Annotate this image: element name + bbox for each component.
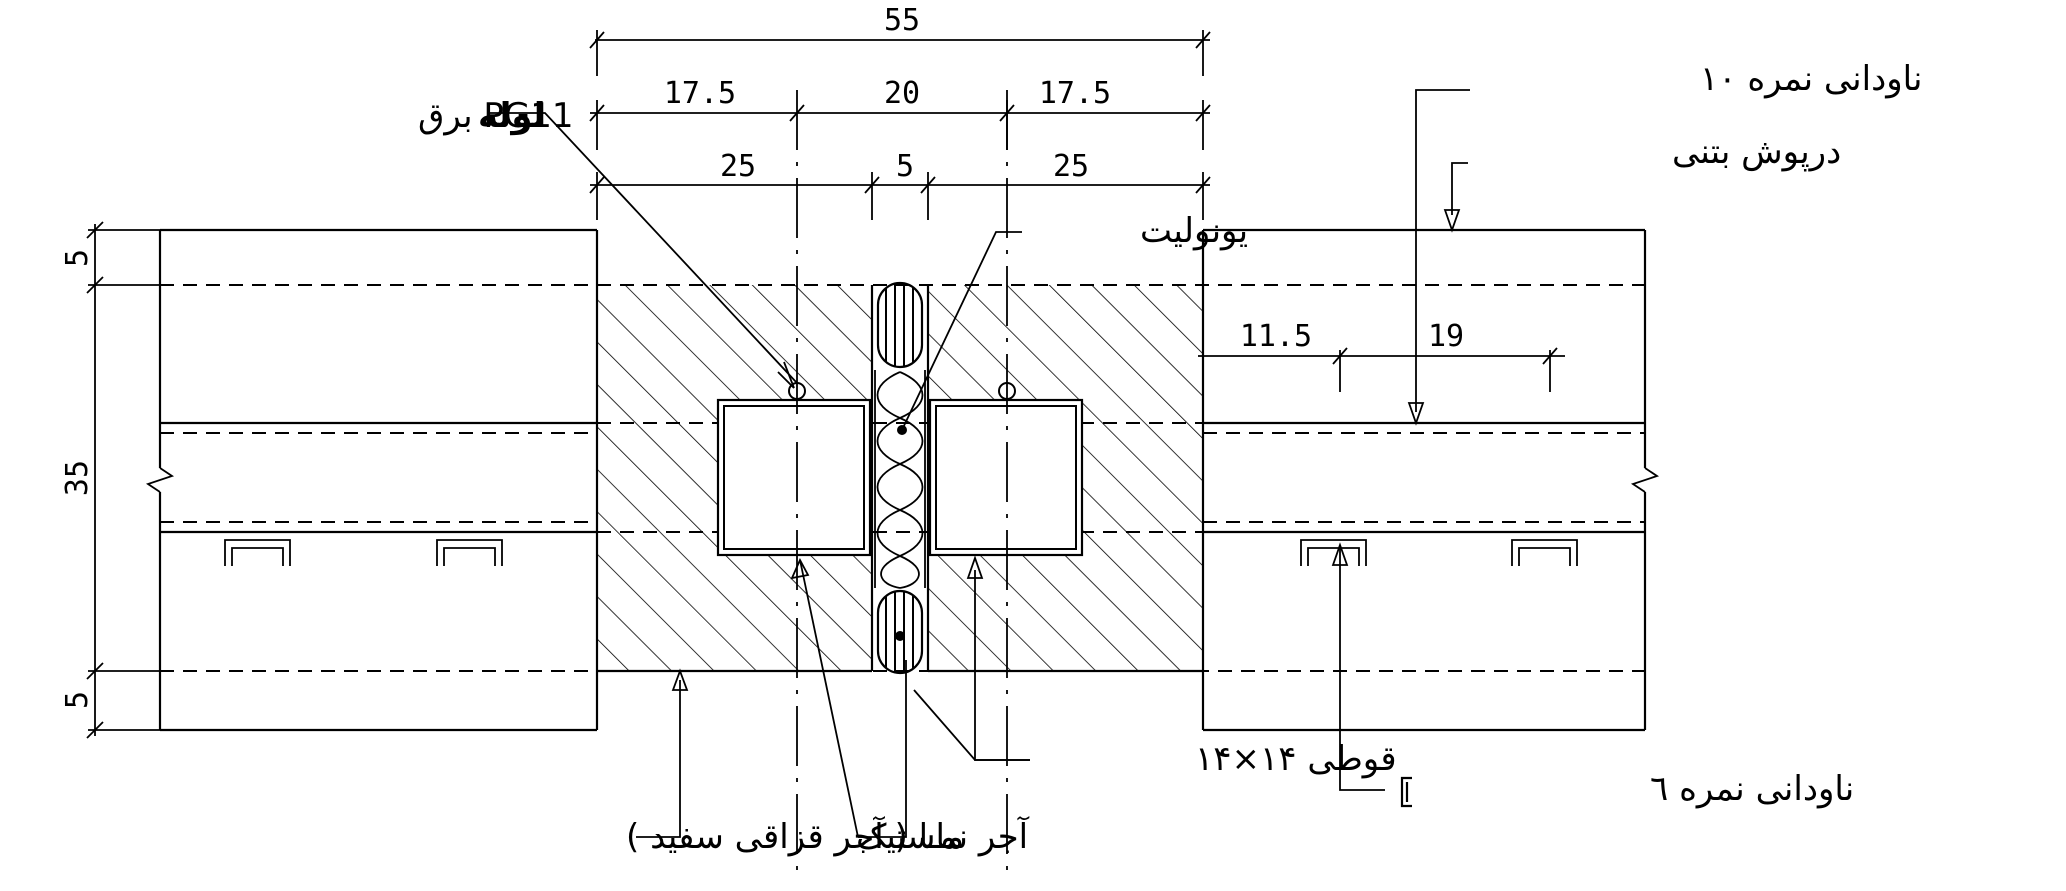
unolit-insulation bbox=[874, 370, 926, 589]
dim-5-middle: 5 bbox=[896, 149, 914, 184]
dim-17-5-right: 17.5 bbox=[1039, 76, 1111, 111]
label-unolit: یونولیت bbox=[1140, 211, 1248, 251]
dim-11-5: 11.5 bbox=[1240, 319, 1312, 354]
box-section-right bbox=[928, 398, 1084, 557]
mastic-bottom bbox=[876, 589, 924, 675]
label-mastic: ماستیک bbox=[856, 817, 964, 857]
dim-19: 19 bbox=[1428, 319, 1464, 354]
label-brick: آجر نمـا ( آجر قزاقی سفید ) bbox=[626, 816, 1030, 857]
mastic-top bbox=[876, 281, 924, 369]
dimension-lines bbox=[86, 30, 1565, 739]
label-box-section: قوطی ۱۴×۱۴ bbox=[1195, 739, 1397, 779]
dim-25-right: 25 bbox=[1053, 149, 1089, 184]
dim-17-5-left: 17.5 bbox=[664, 76, 736, 111]
dim-5-bottom-left: 5 bbox=[60, 691, 95, 709]
dim-25-left: 25 bbox=[720, 149, 756, 184]
label-concrete-cover: درپوش بتنی bbox=[1672, 132, 1841, 172]
dim-20: 20 bbox=[884, 76, 920, 111]
dimension-texts: 55 17.5 20 17.5 25 5 25 5 35 5 11.5 19 bbox=[60, 3, 1464, 709]
dim-35-left: 35 bbox=[60, 460, 95, 496]
box-section-left bbox=[716, 398, 872, 557]
label-channel-6: ناودانی نمره ٦ bbox=[1650, 769, 1854, 809]
label-pipe-spec: PG11 برق bbox=[418, 96, 574, 136]
labels: PG11 برق لوله ناودانی نمره ۱۰ درپوش بتنی… bbox=[418, 59, 1922, 857]
dim-5-top-left: 5 bbox=[60, 249, 95, 267]
leader-lines bbox=[488, 89, 1470, 838]
label-pipe: لوله bbox=[478, 96, 545, 136]
layer-lines bbox=[160, 284, 1645, 672]
dim-55: 55 bbox=[884, 3, 920, 38]
label-channel-10: ناودانی نمره ۱۰ bbox=[1700, 59, 1922, 99]
channel-profiles bbox=[224, 539, 1578, 566]
centerlines bbox=[796, 90, 1008, 870]
